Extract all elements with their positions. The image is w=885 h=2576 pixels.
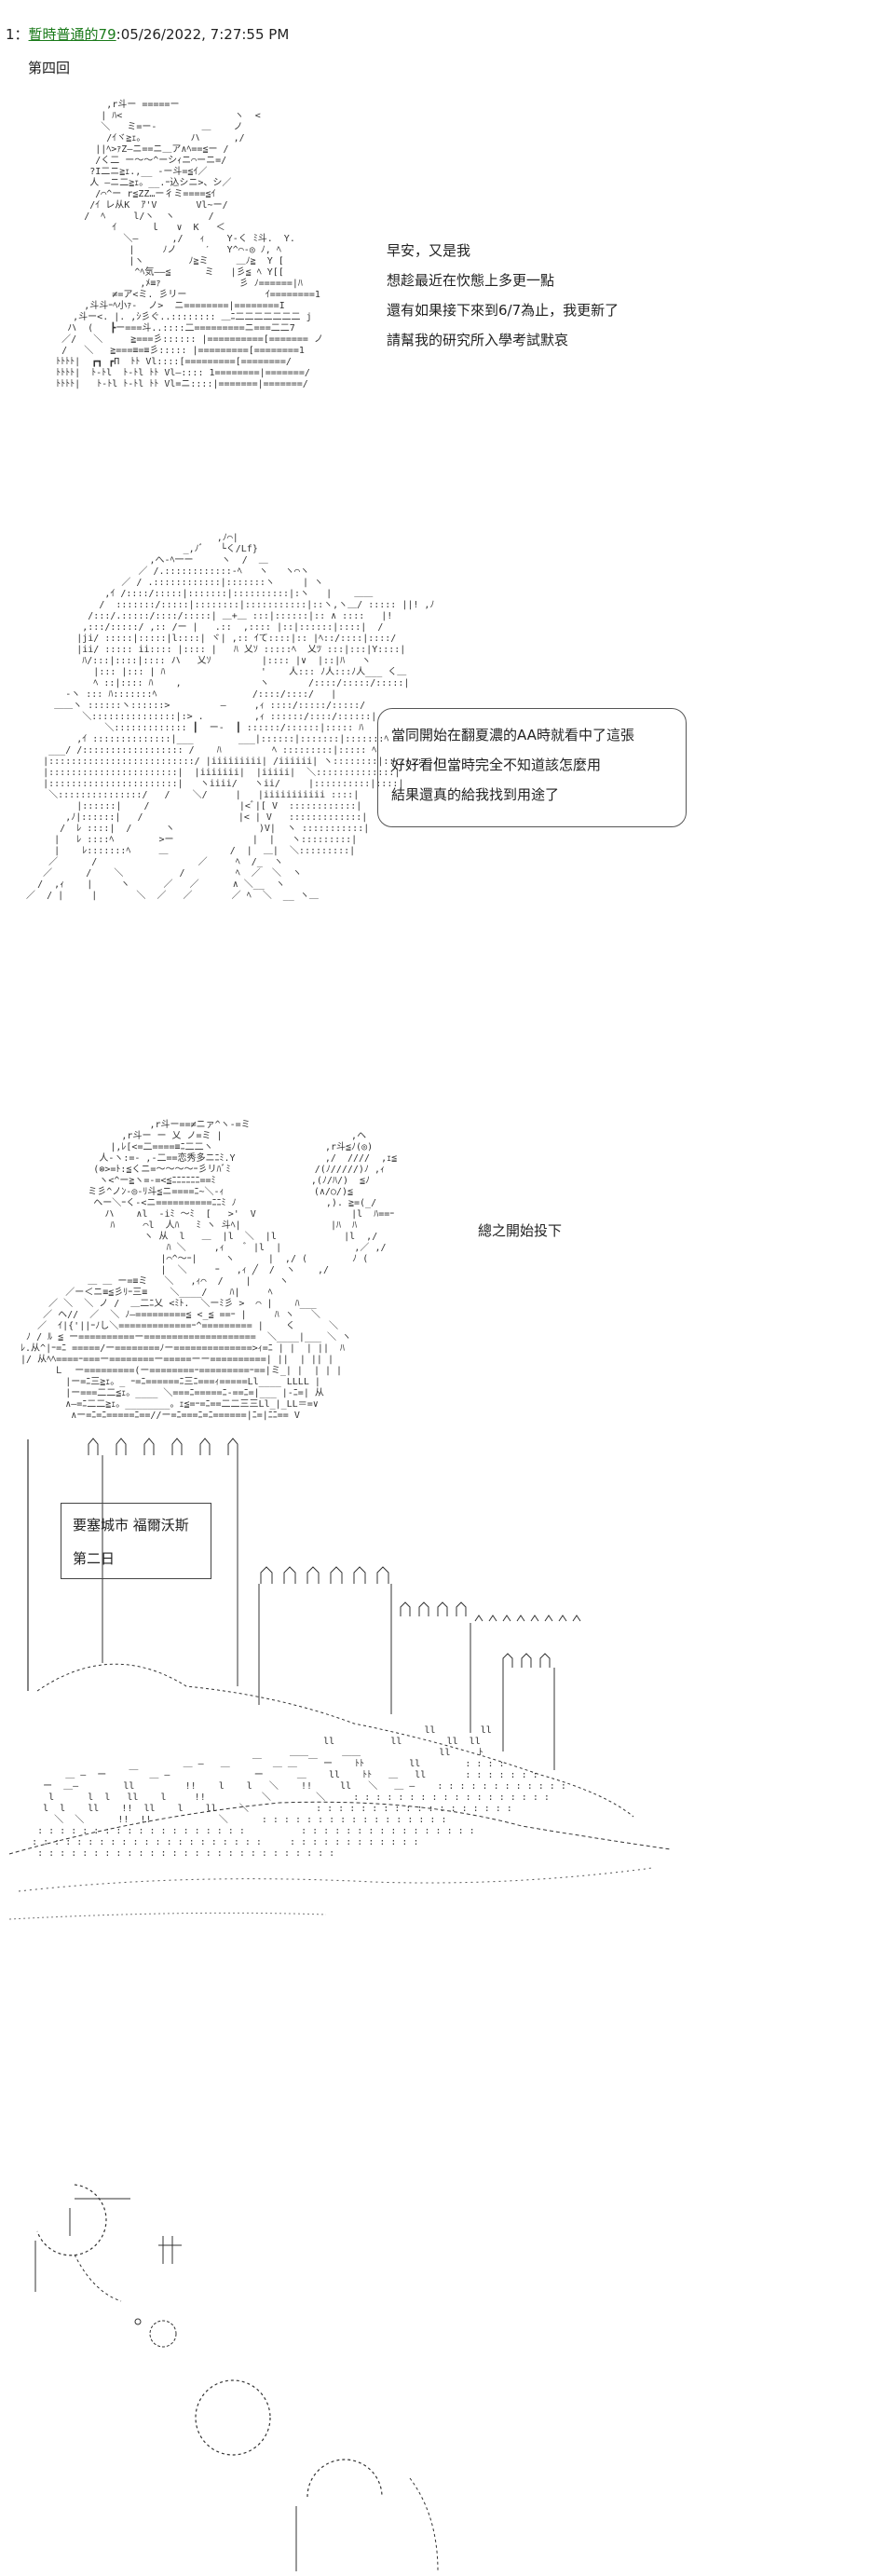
note-line: 請幫我的研究所入學考試默哀: [387, 332, 569, 348]
ascii-art-character-2: ,ﾉ⌒| _,ﾉﾞ └く/Lf} ,へ-ﾍ一ー ヽ / ＿ ／ /.::::::…: [26, 533, 440, 901]
speech-bubble: [377, 708, 687, 827]
note-line: 早安，又是我: [387, 242, 471, 259]
note-block-2: 當同開始在翻夏濃的AA時就看中了這張 好好看但當時完全不知道該怎麼用 結果還真的…: [391, 720, 634, 810]
note-line: 當同開始在翻夏濃的AA時就看中了這張: [391, 727, 634, 743]
ascii-art-character-1: ,r斗ー =====ー | ﾊ< ヽ < ＼ ミ=ー- ＿ ノ /ｲヾ≧ｪ。 ハ…: [56, 100, 323, 389]
post-timestamp: :05/26/2022, 7:27:55 PM: [116, 26, 290, 43]
location-name: 要塞城市 福爾沃斯: [73, 1517, 189, 1533]
note-line: 總之開始投下: [478, 1222, 563, 1239]
day-label: 第二日: [73, 1550, 116, 1567]
note-block-1: 早安，又是我 想趁最近在忺態上多更一點 還有如果接下來到6/7為止，我更新了 請…: [387, 236, 619, 355]
post-header: 1：暫時普通的79:05/26/2022, 7:27:55 PM: [6, 24, 289, 44]
note-block-3: 總之開始投下: [478, 1216, 562, 1246]
location-sign: 要塞城市 福爾沃斯 第二日: [61, 1503, 211, 1579]
note-line: 結果還真的給我找到用途了: [391, 786, 560, 803]
ascii-art-fortress-detail: ll ll ll ll ll ll ＿＿ ＿＿ ll ﾄ: [32, 1725, 566, 1859]
note-line: 好好看但當時完全不知道該怎麼用: [391, 756, 602, 773]
poster-name-link[interactable]: 暫時普通的79: [28, 26, 116, 43]
post-number: 1：: [6, 26, 29, 43]
note-line: 想趁最近在忺態上多更一點: [387, 272, 555, 289]
chapter-title: 第四回: [28, 60, 71, 76]
note-line: 還有如果接下來到6/7為止，我更新了: [387, 302, 620, 319]
ascii-art-character-3: ,r斗ー==≠ニァ^ヽ-=ミ ,r斗ー ー 乂 ノ=ミ | ,ヘ |,ﾚ[<=二…: [20, 1120, 398, 1421]
